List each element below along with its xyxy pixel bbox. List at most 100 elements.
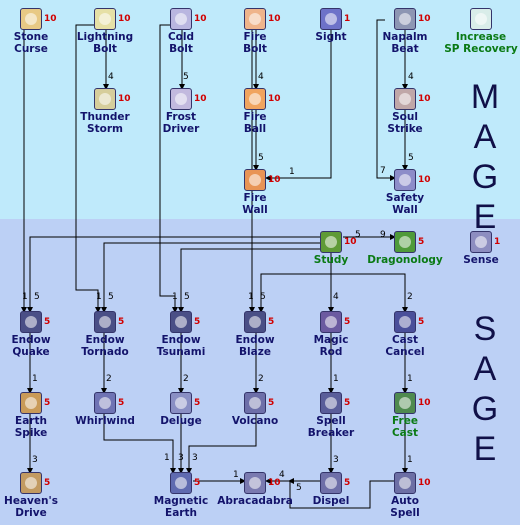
requirement-level: 4: [258, 72, 264, 82]
skill-level: 5: [344, 478, 351, 488]
scroll-icon[interactable]: [20, 8, 42, 30]
requirement-level: 5: [34, 292, 40, 302]
skill-name: Frost Driver: [162, 111, 200, 135]
skill-name: Auto Spell: [390, 495, 420, 519]
fire-wall-icon[interactable]: [244, 169, 266, 191]
requirement-level: 5: [258, 153, 264, 163]
whirlwind-icon[interactable]: [94, 392, 116, 414]
requirement-level: 7: [380, 166, 386, 176]
free-cast-icon[interactable]: [394, 392, 416, 414]
skill-level: 5: [44, 478, 51, 488]
skill-name: Endow Tsunami: [156, 334, 206, 358]
requirement-level: 1: [172, 292, 178, 302]
skill-level: 5: [268, 398, 275, 408]
skill-level: 10: [268, 175, 281, 185]
skill-level: 10: [268, 14, 281, 24]
skill-level: 10: [194, 94, 207, 104]
dragon-icon[interactable]: [394, 231, 416, 253]
skill-name: Cold Bolt: [167, 31, 195, 55]
auto-spell-icon[interactable]: [394, 472, 416, 494]
skill-name: Soul Strike: [387, 111, 423, 135]
skill-level: 1: [344, 14, 351, 24]
requirement-level: 3: [333, 455, 339, 465]
skill-level: 5: [44, 398, 51, 408]
heavens-drive-icon[interactable]: [20, 472, 42, 494]
skill-level: 10: [418, 14, 431, 24]
scroll-icon[interactable]: [244, 8, 266, 30]
mage-title: MAGE: [466, 78, 504, 238]
book-icon[interactable]: [320, 231, 342, 253]
magnetic-earth-icon[interactable]: [170, 472, 192, 494]
scroll-icon[interactable]: [170, 8, 192, 30]
skill-level: 10: [344, 237, 357, 247]
skill-level: 5: [118, 317, 125, 327]
skill-level: 10: [418, 175, 431, 185]
skill-name: Increase SP Recovery: [444, 31, 518, 55]
skill-name: Whirlwind: [75, 415, 135, 427]
skill-level: 5: [118, 398, 125, 408]
sight-icon[interactable]: [320, 8, 342, 30]
skill-level: 5: [194, 398, 201, 408]
skill-name: Fire Ball: [243, 111, 267, 135]
skill-name: Spell Breaker: [307, 415, 355, 439]
endow-quake-icon[interactable]: [20, 311, 42, 333]
skill-name: Earth Spike: [14, 415, 48, 439]
sage-title: SAGE: [466, 310, 504, 470]
skill-name: Stone Curse: [13, 31, 49, 55]
earth-spike-icon[interactable]: [20, 392, 42, 414]
skill-level: 5: [344, 317, 351, 327]
safety-wall-icon[interactable]: [394, 169, 416, 191]
requirement-level: 1: [333, 374, 339, 384]
spell-breaker-icon[interactable]: [320, 392, 342, 414]
requirement-level: 1: [248, 292, 254, 302]
skill-level: 10: [268, 478, 281, 488]
requirement-level: 2: [258, 374, 264, 384]
endow-blaze-icon[interactable]: [244, 311, 266, 333]
requirement-level: 5: [355, 230, 361, 240]
skill-name: Dragonology: [367, 254, 443, 266]
volcano-icon[interactable]: [244, 392, 266, 414]
abracadabra-icon[interactable]: [244, 472, 266, 494]
skill-level: 5: [44, 317, 51, 327]
requirement-level: 5: [260, 292, 266, 302]
crosshair-icon[interactable]: [470, 231, 492, 253]
endow-tsunami-icon[interactable]: [170, 311, 192, 333]
requirement-level: 2: [407, 292, 413, 302]
skill-level: 5: [418, 237, 425, 247]
skill-level: 10: [194, 14, 207, 24]
sp-recovery-icon[interactable]: [470, 8, 492, 30]
soul-strike-icon[interactable]: [394, 88, 416, 110]
requirement-level: 9: [380, 230, 386, 240]
scroll-icon[interactable]: [94, 8, 116, 30]
endow-tornado-icon[interactable]: [94, 311, 116, 333]
requirement-level: 1: [233, 470, 239, 480]
skill-name: Safety Wall: [385, 192, 425, 216]
fire-ball-icon[interactable]: [244, 88, 266, 110]
dispel-icon[interactable]: [320, 472, 342, 494]
deluge-icon[interactable]: [170, 392, 192, 414]
skill-level: 10: [118, 94, 131, 104]
requirement-level: 5: [183, 72, 189, 82]
requirement-level: 3: [178, 453, 184, 463]
skill-level: 5: [418, 317, 425, 327]
magic-rod-icon[interactable]: [320, 311, 342, 333]
skill-name: Dispel: [312, 495, 350, 507]
skill-name: Magic Rod: [313, 334, 349, 358]
napalm-beat-icon[interactable]: [394, 8, 416, 30]
requirement-level: 1: [407, 374, 413, 384]
skill-name: Volcano: [231, 415, 279, 427]
frost-icon[interactable]: [170, 88, 192, 110]
skill-name: Endow Blaze: [235, 334, 275, 358]
requirement-level: 4: [108, 72, 114, 82]
requirement-level: 5: [296, 483, 302, 493]
skill-name: Free Cast: [391, 415, 419, 439]
skill-level: 10: [418, 478, 431, 488]
skill-level: 10: [418, 94, 431, 104]
skill-level: 10: [268, 94, 281, 104]
skill-name: Cast Cancel: [385, 334, 425, 358]
requirement-level: 1: [289, 167, 295, 177]
skill-name: Thunder Storm: [80, 111, 130, 135]
thunder-icon[interactable]: [94, 88, 116, 110]
cast-cancel-icon[interactable]: [394, 311, 416, 333]
